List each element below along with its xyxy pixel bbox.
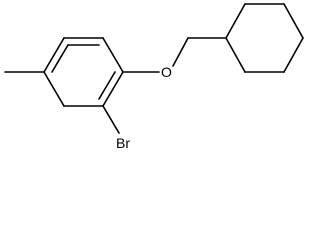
bromine-bond [102,105,120,134]
ring-bond-c2-c3 [102,37,124,73]
oxygen-methylene-bond [172,37,189,67]
ring-double-bond-left [51,44,69,73]
ring-bond-c5-c6 [43,71,65,107]
oxygen-label: O [161,64,172,80]
ring-bond-c6-c1 [43,37,65,73]
benzene-ring [43,37,124,107]
cyclohexane-bond-3 [283,37,304,73]
ring-bond-c3-c4 [102,71,124,107]
bromine-label: Br [116,135,130,150]
cyclohexane-bond-1 [225,37,246,73]
cyclohexane-bond-6 [225,3,246,39]
cyclohexane-bond-4 [283,3,304,39]
chemical-structure-diagram: Br O [4,3,304,150]
cyclohexane-ring [225,3,304,73]
ring-double-bond-right [98,71,116,100]
